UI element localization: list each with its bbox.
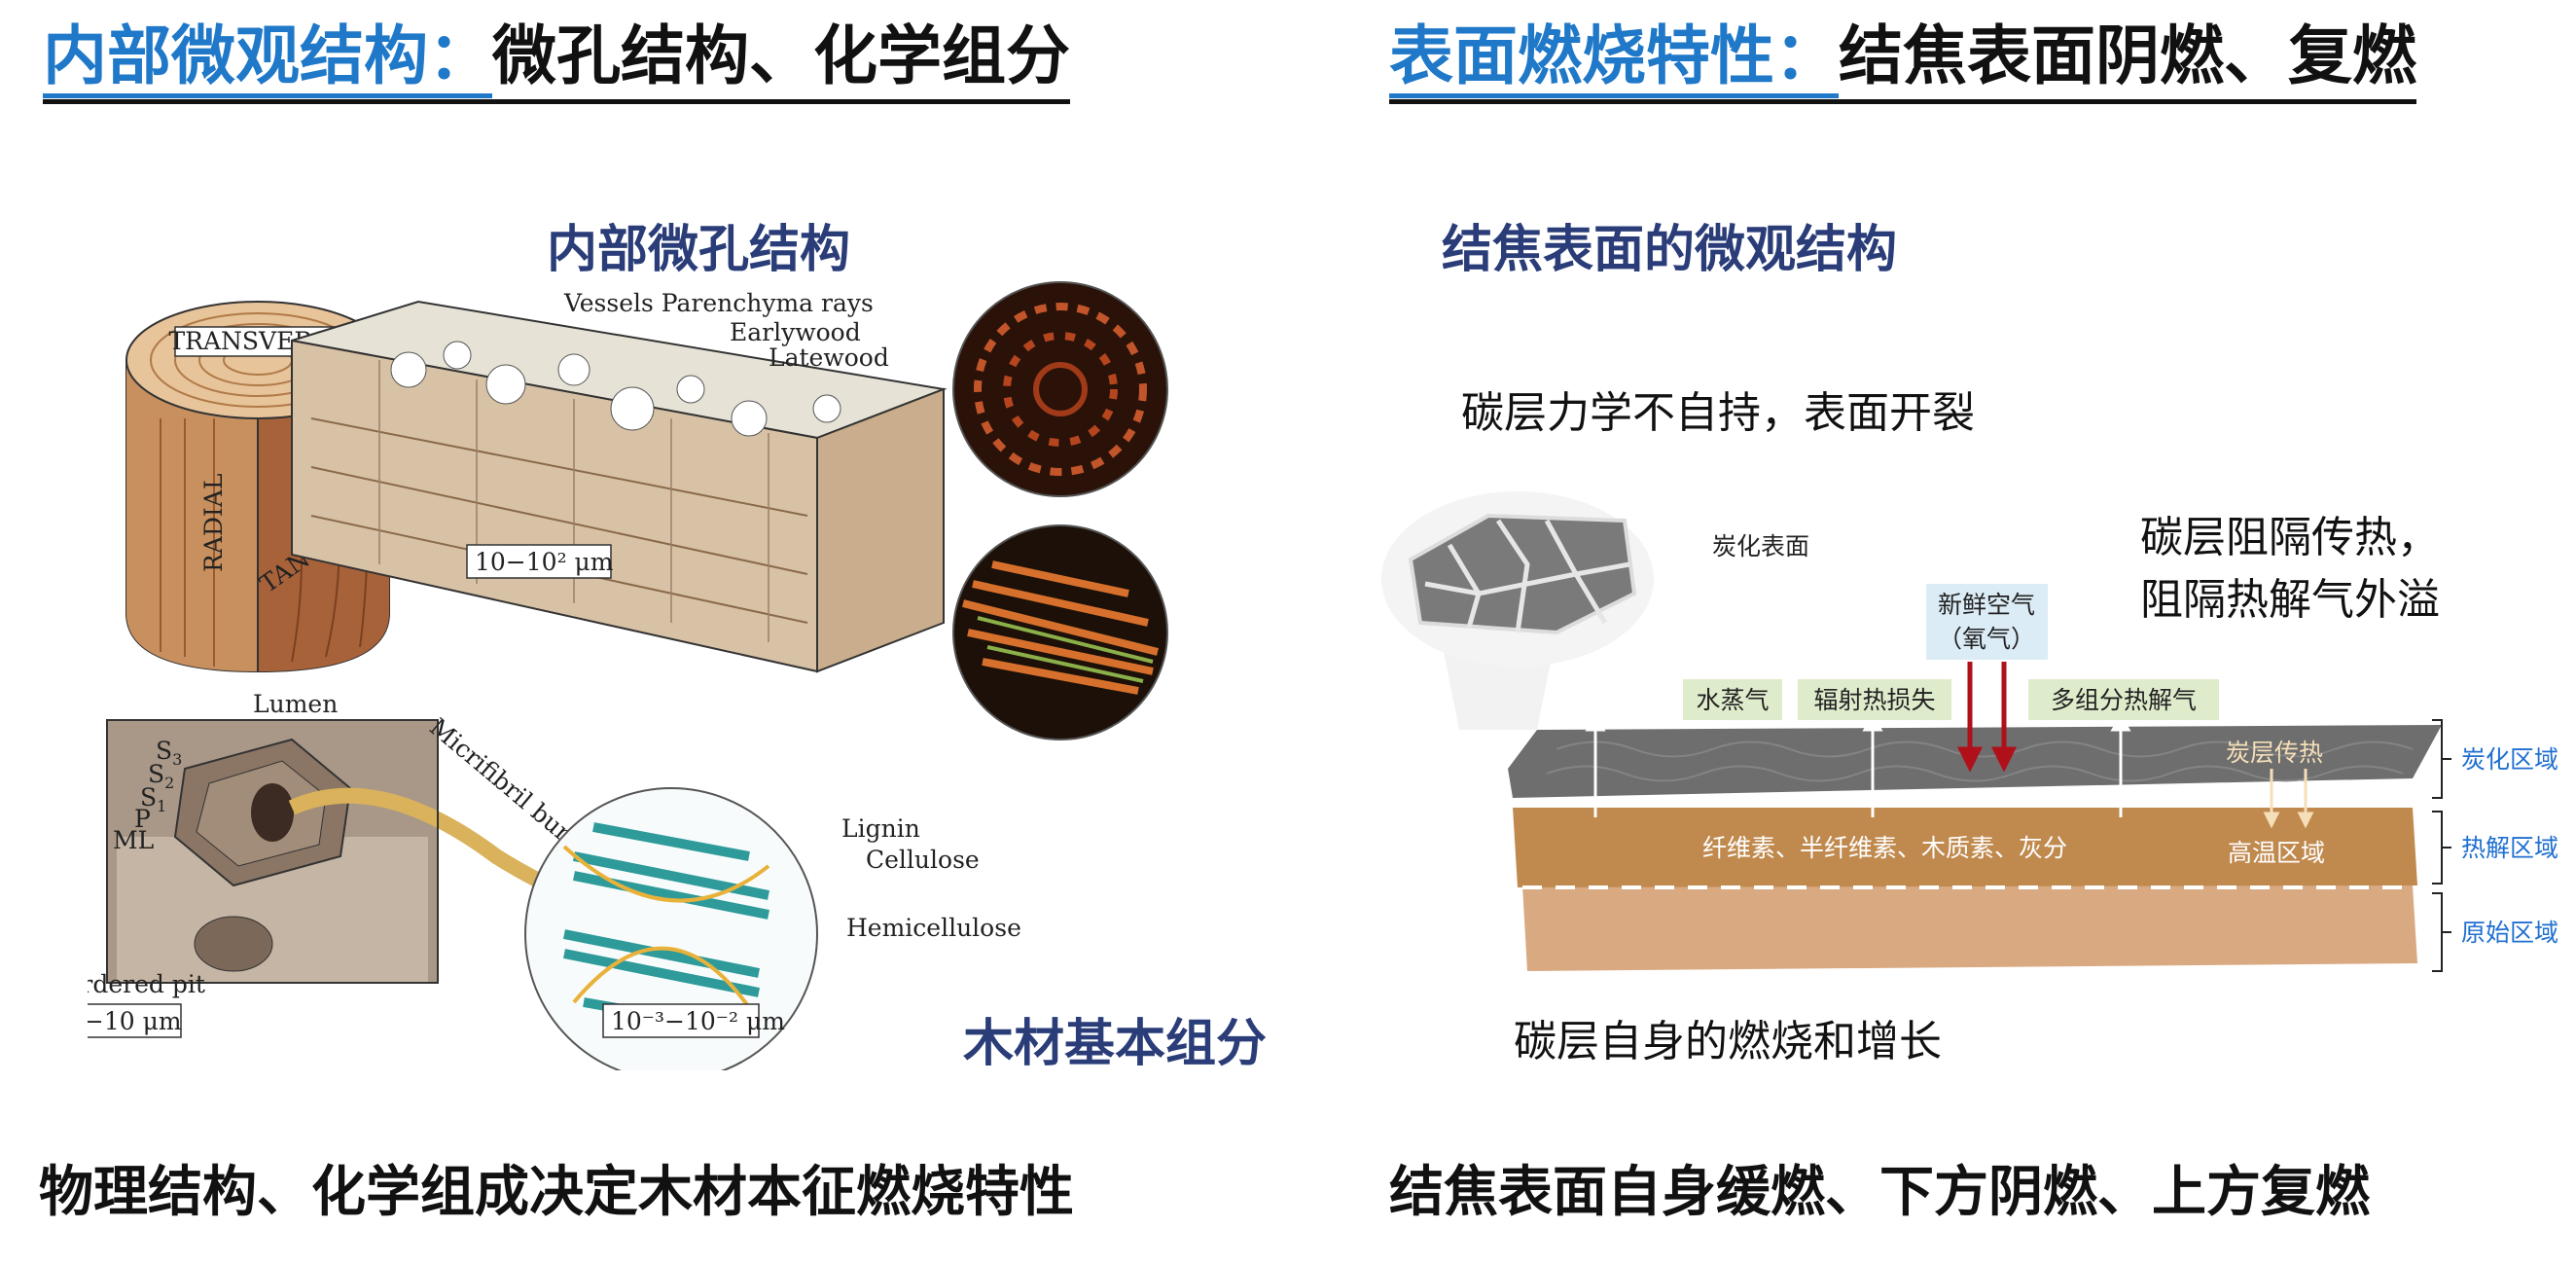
label-radial: RADIAL xyxy=(199,474,228,572)
virgin-wood-layer xyxy=(1522,885,2417,971)
label-lumen: Lumen xyxy=(253,690,338,718)
label-zone-char: 炭化区域 xyxy=(2461,745,2558,774)
label-oxygen: （氧气） xyxy=(1938,625,2035,653)
label-water-vapor: 水蒸气 xyxy=(1696,686,1769,714)
label-s2: S2 xyxy=(148,760,174,792)
label-lignin: Lignin xyxy=(841,814,920,843)
label-cellulose: Cellulose xyxy=(866,846,980,874)
label-components: 纤维素、半纤维素、木质素、灰分 xyxy=(1702,834,2067,862)
gas-outflow-arrows xyxy=(1585,712,2131,817)
label-s3: S3 xyxy=(156,737,182,769)
label-bordered-pit: Bordered pit xyxy=(88,970,205,998)
label-zone-virgin: 原始区域 xyxy=(2461,919,2558,947)
label-pyrolysis-gas: 多组分热解气 xyxy=(2051,686,2197,714)
fresh-air-arrows xyxy=(1956,662,2018,773)
right-heading-detail: 结焦表面阴燃、复燃 xyxy=(1839,18,2416,93)
note-char-burning: 碳层自身的燃烧和增长 xyxy=(1514,1017,1942,1066)
left-heading-detail: 微孔结构、化学组分 xyxy=(492,18,1070,93)
label-latewood: Latewood xyxy=(769,343,889,372)
label-scale-cell: 1−10 μm xyxy=(88,1007,182,1035)
right-heading: 表面燃烧特性：结焦表面阴燃、复燃 xyxy=(1389,18,2416,104)
note-char-insulation-1: 碳层阻隔传热， xyxy=(2140,513,2440,562)
right-subtitle: 结焦表面的微观结构 xyxy=(1442,221,1898,279)
label-radiation-loss: 辐射热损失 xyxy=(1813,686,1935,714)
label-s1: S1 xyxy=(140,783,166,815)
wood-composition-title: 木材基本组分 xyxy=(963,1015,1268,1073)
label-high-temp: 高温区域 xyxy=(2228,839,2325,867)
left-caption: 物理结构、化学组成决定木材本征燃烧特性 xyxy=(39,1161,1074,1224)
label-fresh-air: 新鲜空气 xyxy=(1938,591,2035,619)
label-p: P xyxy=(134,805,151,833)
wood-structure-diagram: TRANSVERSE RADIAL TANGENTIAL Vessels Par… xyxy=(88,281,1168,1070)
left-heading-topic: 内部微观结构： xyxy=(43,18,492,98)
lignin-strands xyxy=(562,845,770,1024)
right-caption: 结焦表面自身缓燃、下方阴燃、上方复燃 xyxy=(1389,1161,2370,1224)
wood-block-illustration xyxy=(291,300,948,673)
note-char-cracking: 碳层力学不自持，表面开裂 xyxy=(1461,388,1975,438)
left-subtitle: 内部微孔结构 xyxy=(547,221,851,279)
cracked-char-plates xyxy=(1408,513,1637,635)
label-earlywood: Earlywood xyxy=(730,318,861,346)
right-heading-topic: 表面燃烧特性： xyxy=(1389,18,1839,98)
char-layer-diagram: 炭化表面 新鲜空气 （氧气） 水蒸气 辐射热损失 多组分热解气 炭层传热 纤维素… xyxy=(1381,491,2558,972)
label-hemicellulose: Hemicellulose xyxy=(846,914,1021,942)
label-char-heat: 炭层传热 xyxy=(2226,739,2323,767)
pyrolysis-layer xyxy=(1513,808,2417,887)
note-char-insulation-2: 阻隔热解气外溢 xyxy=(2140,575,2440,625)
label-scale-molecular: 10⁻³−10⁻² μm xyxy=(611,1007,785,1035)
label-scale-block: 10−10² μm xyxy=(475,548,614,576)
label-charred-surface: 炭化表面 xyxy=(1712,532,1809,560)
micrograph-cross-section xyxy=(952,281,1168,497)
label-ml: ML xyxy=(113,826,154,854)
label-vessels: Vessels Parenchyma rays xyxy=(563,289,874,317)
cell-wall-illustration xyxy=(106,719,619,984)
char-heat-arrows xyxy=(2263,769,2314,829)
left-heading: 内部微观结构：微孔结构、化学组分 xyxy=(43,18,1070,104)
label-zone-pyrolysis: 热解区域 xyxy=(2461,834,2558,862)
cellulose-fibrils xyxy=(563,822,769,1036)
